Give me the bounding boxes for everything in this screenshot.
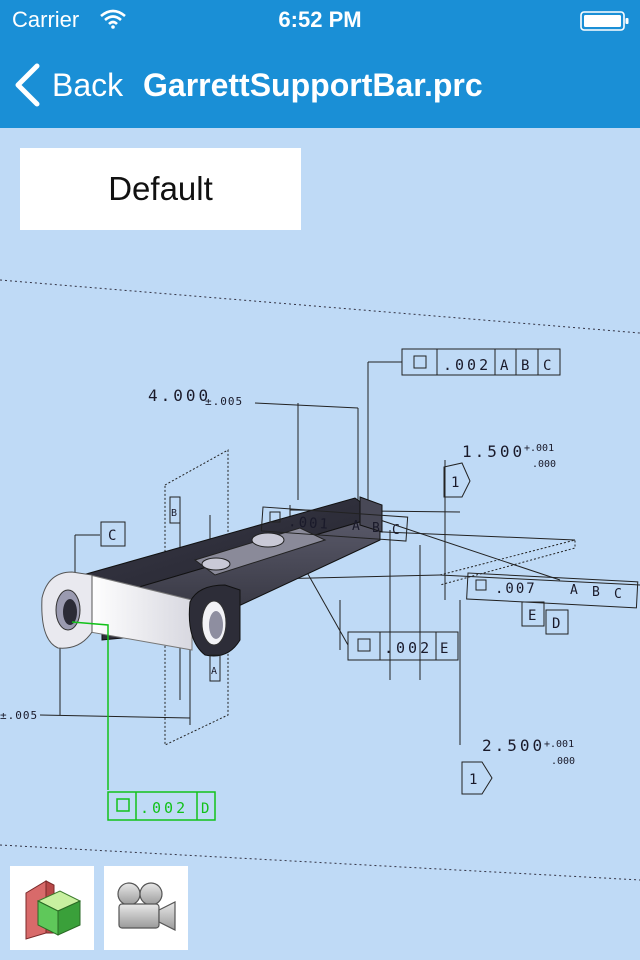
fcf-top[interactable] bbox=[401, 348, 561, 376]
fcf-e[interactable] bbox=[347, 631, 459, 661]
cube-icon bbox=[25, 880, 82, 940]
dim-top-length: 4.000 bbox=[148, 386, 211, 405]
dim-top-tol: ±.005 bbox=[205, 395, 243, 408]
fcf-right-ref-b: B bbox=[592, 585, 600, 600]
view-selector-button[interactable]: Default bbox=[20, 148, 301, 230]
navigation-bar: Back GarrettSupportBar.prc bbox=[0, 40, 640, 128]
battery-icon bbox=[580, 11, 629, 31]
fcf-right[interactable] bbox=[466, 572, 639, 609]
fcf-green[interactable] bbox=[71, 621, 216, 821]
dim-right-top-tol-lower: .000 bbox=[532, 459, 556, 470]
fcf-top-ref-c: C bbox=[543, 358, 551, 374]
fcf-top-ref-b: B bbox=[521, 358, 529, 374]
fcf-mid[interactable] bbox=[260, 506, 409, 542]
datum-d: D bbox=[552, 616, 560, 632]
camera-views-button[interactable] bbox=[104, 866, 188, 950]
fcf-e-value: .002 bbox=[384, 639, 432, 657]
wifi-icon bbox=[100, 9, 126, 29]
status-bar: Carrier 6:52 PM bbox=[0, 0, 640, 40]
fcf-mid-ref-b: B bbox=[372, 521, 380, 536]
fcf-mid-ref-c: C bbox=[392, 523, 400, 538]
chevron-left-icon bbox=[15, 63, 40, 107]
plane-outline bbox=[0, 279, 640, 881]
datum-boxes bbox=[100, 496, 569, 682]
datum-b: B bbox=[171, 508, 177, 519]
back-label: Back bbox=[52, 66, 124, 103]
fcf-top-value: .002 bbox=[443, 356, 491, 374]
fcf-e-ref: E bbox=[440, 641, 448, 657]
model-tree-button[interactable] bbox=[10, 866, 94, 950]
datum-a: A bbox=[211, 666, 217, 677]
fcf-top-ref-a: A bbox=[500, 358, 509, 374]
dim-right-bottom-tol-lower: .000 bbox=[551, 756, 575, 767]
carrier-label: Carrier bbox=[12, 7, 80, 32]
flag-bottom bbox=[461, 761, 493, 795]
dim-right-bottom: 2.500 bbox=[482, 736, 545, 755]
dim-left-tol: ±.005 bbox=[0, 709, 38, 722]
camera-icon bbox=[117, 882, 176, 931]
datum-plane bbox=[164, 449, 576, 746]
flag-top bbox=[443, 462, 471, 498]
datum-e: E bbox=[528, 608, 536, 624]
flag-bottom-label: 1 bbox=[469, 772, 477, 788]
fcf-right-ref-a: A bbox=[570, 583, 578, 598]
flag-top-label: 1 bbox=[451, 475, 459, 491]
fcf-right-ref-c: C bbox=[614, 587, 622, 602]
fcf-mid-ref-a: A bbox=[352, 519, 360, 534]
dim-right-bottom-tol-upper: +.001 bbox=[544, 739, 574, 750]
dim-right-top-tol-upper: +.001 bbox=[524, 443, 554, 454]
back-button[interactable]: Back bbox=[14, 62, 123, 108]
fcf-green-value: .002 bbox=[140, 799, 188, 817]
clock-time: 6:52 PM bbox=[278, 7, 362, 32]
datum-c: C bbox=[108, 528, 116, 544]
fcf-mid-value: .001 bbox=[288, 514, 331, 533]
fcf-green-ref: D bbox=[201, 801, 209, 817]
page-title: GarrettSupportBar.prc bbox=[143, 67, 483, 103]
dim-right-top: 1.500 bbox=[462, 442, 525, 461]
support-bar-model[interactable] bbox=[41, 496, 383, 657]
fcf-right-value: .007 bbox=[495, 581, 537, 597]
